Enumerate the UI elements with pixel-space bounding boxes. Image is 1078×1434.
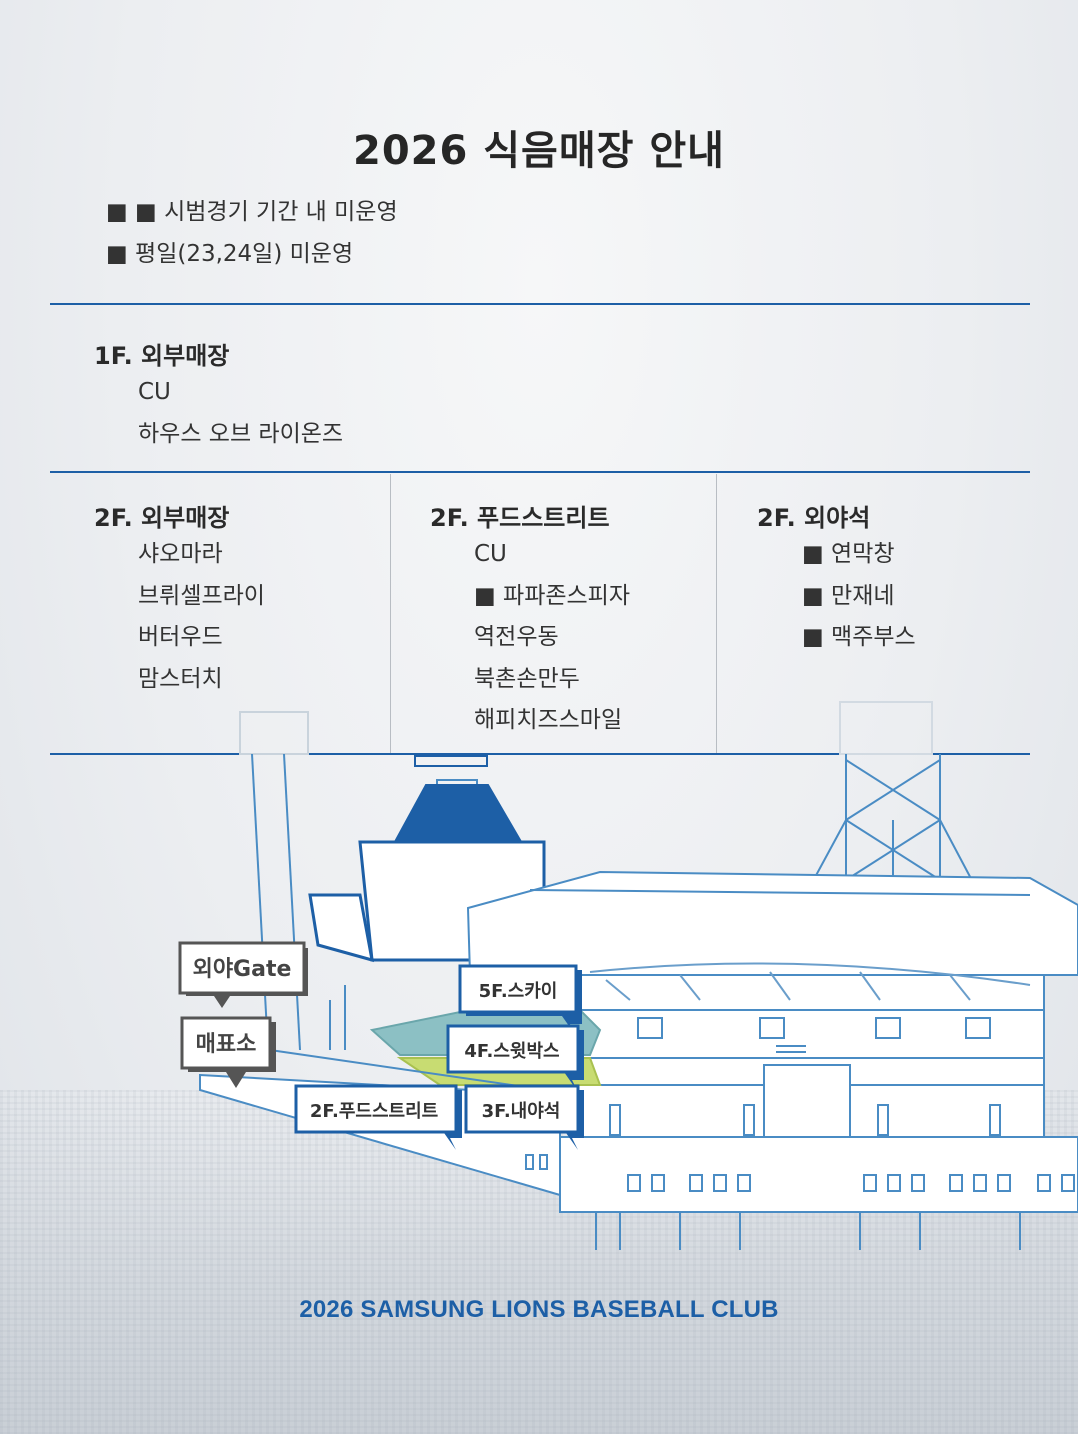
- section-title-2f-food-street: 2F. 푸드스트리트: [430, 504, 610, 532]
- label-3f-infield: 3F.내야석: [464, 1084, 584, 1150]
- list-item: ■ 파파존스피자: [474, 582, 631, 609]
- label-2f-food-street: 2F.푸드스트리트: [294, 1084, 462, 1150]
- list-item: 해피치즈스마일: [474, 707, 623, 733]
- column-divider: [390, 474, 391, 754]
- divider-middle: [50, 471, 1030, 473]
- list-item: 북촌손만두: [474, 665, 580, 692]
- section-title-1f-outer: 1F. 외부매장: [94, 342, 230, 370]
- label-outfield-gate: 외야Gate: [178, 941, 308, 1008]
- label-text: 매표소: [196, 1032, 257, 1057]
- list-1f-outer: CU 하우스 오브 라이온즈: [138, 376, 343, 459]
- list-item: 브뤼셀프라이: [138, 582, 265, 609]
- list-2f-food-street: CU ■ 파파존스피자 역전우동 북촌손만두 해피치즈스마일: [474, 538, 630, 746]
- list-item: 하우스 오브 라이온즈: [138, 420, 344, 447]
- label-text: 외야Gate: [193, 957, 292, 982]
- list-item: ■ 연막창: [802, 541, 895, 567]
- label-4f-suite: 4F.스윗박스: [446, 1024, 584, 1092]
- label-text: 3F.내야석: [482, 1101, 561, 1122]
- list-item: ■ 만재네: [802, 582, 895, 609]
- divider-top: [50, 303, 1030, 305]
- stands: [589, 962, 1031, 1001]
- list-item: 역전우동: [474, 624, 559, 650]
- notice-item: ■ 평일(23,24일) 미운영: [106, 241, 354, 267]
- list-item: 버터우드: [138, 624, 223, 650]
- light-tower-left: [239, 711, 309, 1051]
- notice-item: ■ ■ 시범경기 기간 내 미운영: [106, 199, 398, 225]
- section-title-2f-outer: 2F. 외부매장: [94, 504, 230, 532]
- stadium-map: 외야Gate 매표소 5F.스카이 4F.스윗박스 2F.푸드스트리트 3F.내…: [178, 701, 1078, 1250]
- column-divider: [716, 474, 717, 754]
- notice-list: ■ ■ 시범경기 기간 내 미운영 ■ 평일(23,24일) 미운영: [106, 196, 398, 280]
- list-2f-outfield: ■ 연막창 ■ 만재네 ■ 맥주부스: [802, 538, 916, 663]
- label-text: 4F.스윗박스: [464, 1041, 559, 1062]
- divider-bottom: [50, 753, 1030, 755]
- list-item: 맘스터치: [138, 665, 223, 692]
- page-title: 2026 식음매장 안내: [353, 128, 725, 174]
- label-text: 2F.푸드스트리트: [310, 1101, 438, 1122]
- list-item: CU: [138, 379, 171, 405]
- list-2f-outer: 샤오마라 브뤼셀프라이 버터우드 맘스터치: [138, 538, 265, 704]
- list-item: ■ 맥주부스: [802, 624, 916, 650]
- label-text: 5F.스카이: [479, 981, 558, 1002]
- label-ticket-office: 매표소: [180, 1016, 276, 1088]
- list-item: CU: [474, 541, 507, 567]
- stadium-building: [466, 870, 1078, 1250]
- list-item: 샤오마라: [138, 541, 223, 567]
- footer-club-name: 2026 SAMSUNG LIONS BASEBALL CLUB: [299, 1296, 779, 1323]
- label-5f-sky: 5F.스카이: [458, 964, 582, 1036]
- section-title-2f-outfield: 2F. 외야석: [757, 504, 871, 532]
